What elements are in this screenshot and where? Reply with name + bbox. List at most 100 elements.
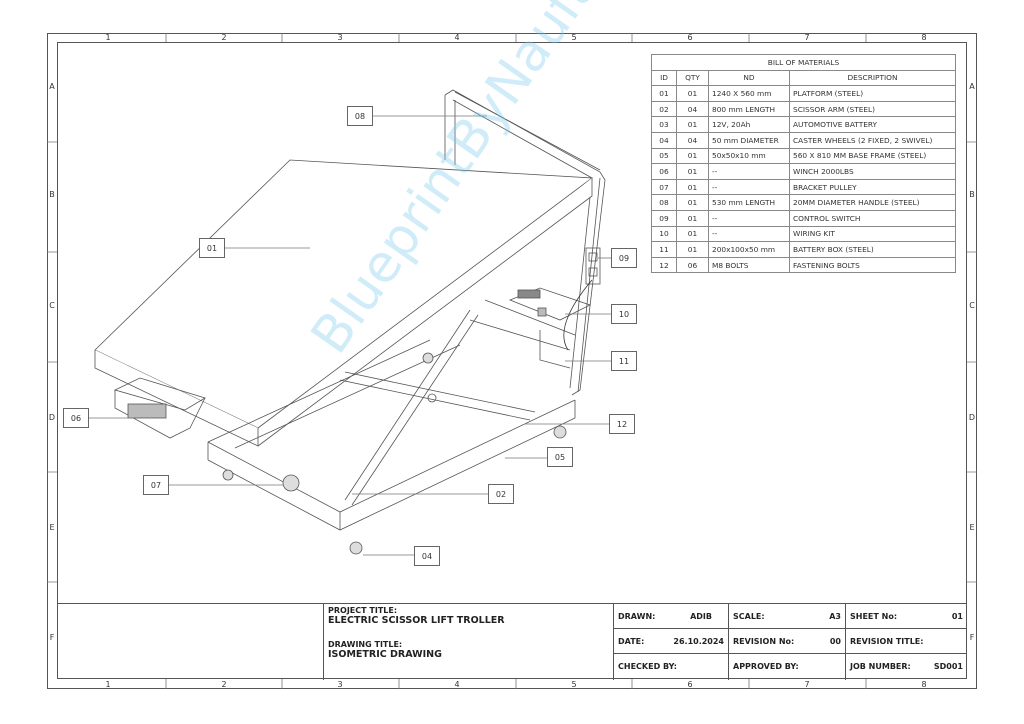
bom-qty: 04 [676, 131, 709, 149]
callout-09: 09 [611, 248, 637, 268]
bom-description: PLATFORM (STEEL) [789, 85, 956, 102]
zone-col-5: 5 [571, 33, 577, 42]
bom-nd: -- [708, 225, 790, 243]
callout-01: 01 [199, 238, 225, 258]
approved-by-label: APPROVED BY: [733, 662, 799, 671]
bom-qty: 06 [676, 256, 709, 274]
bom-header-description: DESCRIPTION [789, 69, 956, 87]
zone-col-7: 7 [804, 33, 810, 42]
bom-nd: 200x100x50 mm [708, 241, 790, 258]
zone-row-e: E [49, 523, 55, 532]
zone-row-d-right: D [968, 413, 976, 422]
zone-row-f: F [49, 633, 55, 642]
project-title-label: PROJECT TITLE: [328, 606, 398, 615]
bom-nd: 1240 X 560 mm [708, 85, 790, 102]
bom-description: WINCH 2000LBS [789, 163, 956, 180]
zone-col-3: 3 [337, 33, 343, 42]
battery-box [508, 287, 592, 369]
bom-nd: M8 BOLTS [708, 256, 790, 274]
bom-title: BILL OF MATERIALS [651, 54, 956, 71]
sheet-job-cell: SHEET No:01 REVISION TITLE: JOB NUMBER:S… [845, 604, 967, 680]
bom-id: 01 [651, 85, 677, 102]
callout-04: 04 [414, 546, 440, 566]
zone-col-8: 8 [921, 33, 927, 42]
bom-description: SCISSOR ARM (STEEL) [789, 100, 956, 118]
zone-col-1: 1 [105, 33, 111, 42]
sheet-no-value: 01 [951, 612, 963, 621]
zone-row-e-right: E [969, 523, 975, 532]
bom-nd: 800 mm LENGTH [708, 100, 790, 118]
bom-qty: 01 [676, 85, 709, 102]
bom-header-row: ID QTY ND DESCRIPTION [651, 69, 956, 87]
bom-description: AUTOMOTIVE BATTERY [789, 116, 956, 133]
callout-07: 07 [143, 475, 169, 495]
callout-02: 02 [488, 484, 514, 504]
revision-no-label: REVISION No: [733, 637, 795, 646]
bom-id: 03 [651, 116, 677, 133]
job-number-label: JOB NUMBER: [850, 662, 911, 671]
bom-description: BRACKET PULLEY [789, 178, 956, 196]
bom-qty: 01 [676, 147, 709, 165]
zone-row-a: A [49, 82, 55, 91]
bom-id: 09 [651, 209, 677, 227]
callout-06: 06 [63, 408, 89, 428]
platform [94, 159, 594, 447]
bom-nd: 50x50x10 mm [708, 147, 790, 165]
callout-11: 11 [611, 351, 637, 371]
revision-no-value: 00 [829, 637, 841, 646]
zone-row-f-right: F [969, 633, 975, 642]
bom-nd: 12V, 20Ah [708, 116, 790, 133]
bom-qty: 01 [676, 163, 709, 180]
bom-nd: -- [708, 209, 790, 227]
callout-05: 05 [547, 447, 573, 467]
sheet-no-label: SHEET No: [850, 612, 898, 621]
bom-nd: -- [708, 163, 790, 180]
zone-col-2: 2 [221, 33, 227, 42]
bom-id: 11 [651, 241, 677, 258]
bom-description: 20MM DIAMETER HANDLE (STEEL) [789, 194, 956, 211]
zone-row-c-right: C [969, 301, 975, 310]
zone-col-2-bottom: 2 [221, 680, 227, 689]
bom-description: BATTERY BOX (STEEL) [789, 241, 956, 258]
project-title: ELECTRIC SCISSOR LIFT TROLLER [328, 615, 505, 626]
bom-header-qty: QTY [676, 69, 709, 87]
bom-id: 04 [651, 131, 677, 149]
drawing-frame [57, 42, 967, 679]
bom-id: 07 [651, 178, 677, 196]
drawing-title-label: DRAWING TITLE: [328, 640, 403, 649]
winch [113, 377, 206, 439]
bom-id: 12 [651, 256, 677, 274]
drawing-sheet-border [47, 33, 977, 689]
job-number-value: SD001 [933, 662, 963, 671]
zone-col-8-bottom: 8 [921, 680, 927, 689]
caster-wheels [222, 352, 567, 555]
bom-qty: 01 [676, 209, 709, 227]
zone-col-4-bottom: 4 [454, 680, 460, 689]
bom-description: FASTENING BOLTS [789, 256, 956, 274]
zone-row-c: C [49, 301, 55, 310]
zone-row-b: B [49, 190, 55, 199]
bom-qty: 01 [676, 178, 709, 196]
zone-col-4: 4 [454, 33, 460, 42]
zone-col-7-bottom: 7 [804, 680, 810, 689]
bom-id: 06 [651, 163, 677, 180]
bom-qty: 01 [676, 241, 709, 258]
zone-col-6: 6 [687, 33, 693, 42]
control-switch [563, 247, 601, 351]
scale-label: SCALE: [733, 612, 765, 621]
bom-description: 560 X 810 MM BASE FRAME (STEEL) [789, 147, 956, 165]
zone-ticks [47, 33, 977, 689]
bom-qty: 01 [676, 194, 709, 211]
bom-qty: 01 [676, 225, 709, 243]
zone-col-6-bottom: 6 [687, 680, 693, 689]
callout-08: 08 [347, 106, 373, 126]
bom-nd: -- [708, 178, 790, 196]
scale-value: A3 [829, 612, 841, 621]
bom-description: CASTER WHEELS (2 FIXED, 2 SWIVEL) [789, 131, 956, 149]
